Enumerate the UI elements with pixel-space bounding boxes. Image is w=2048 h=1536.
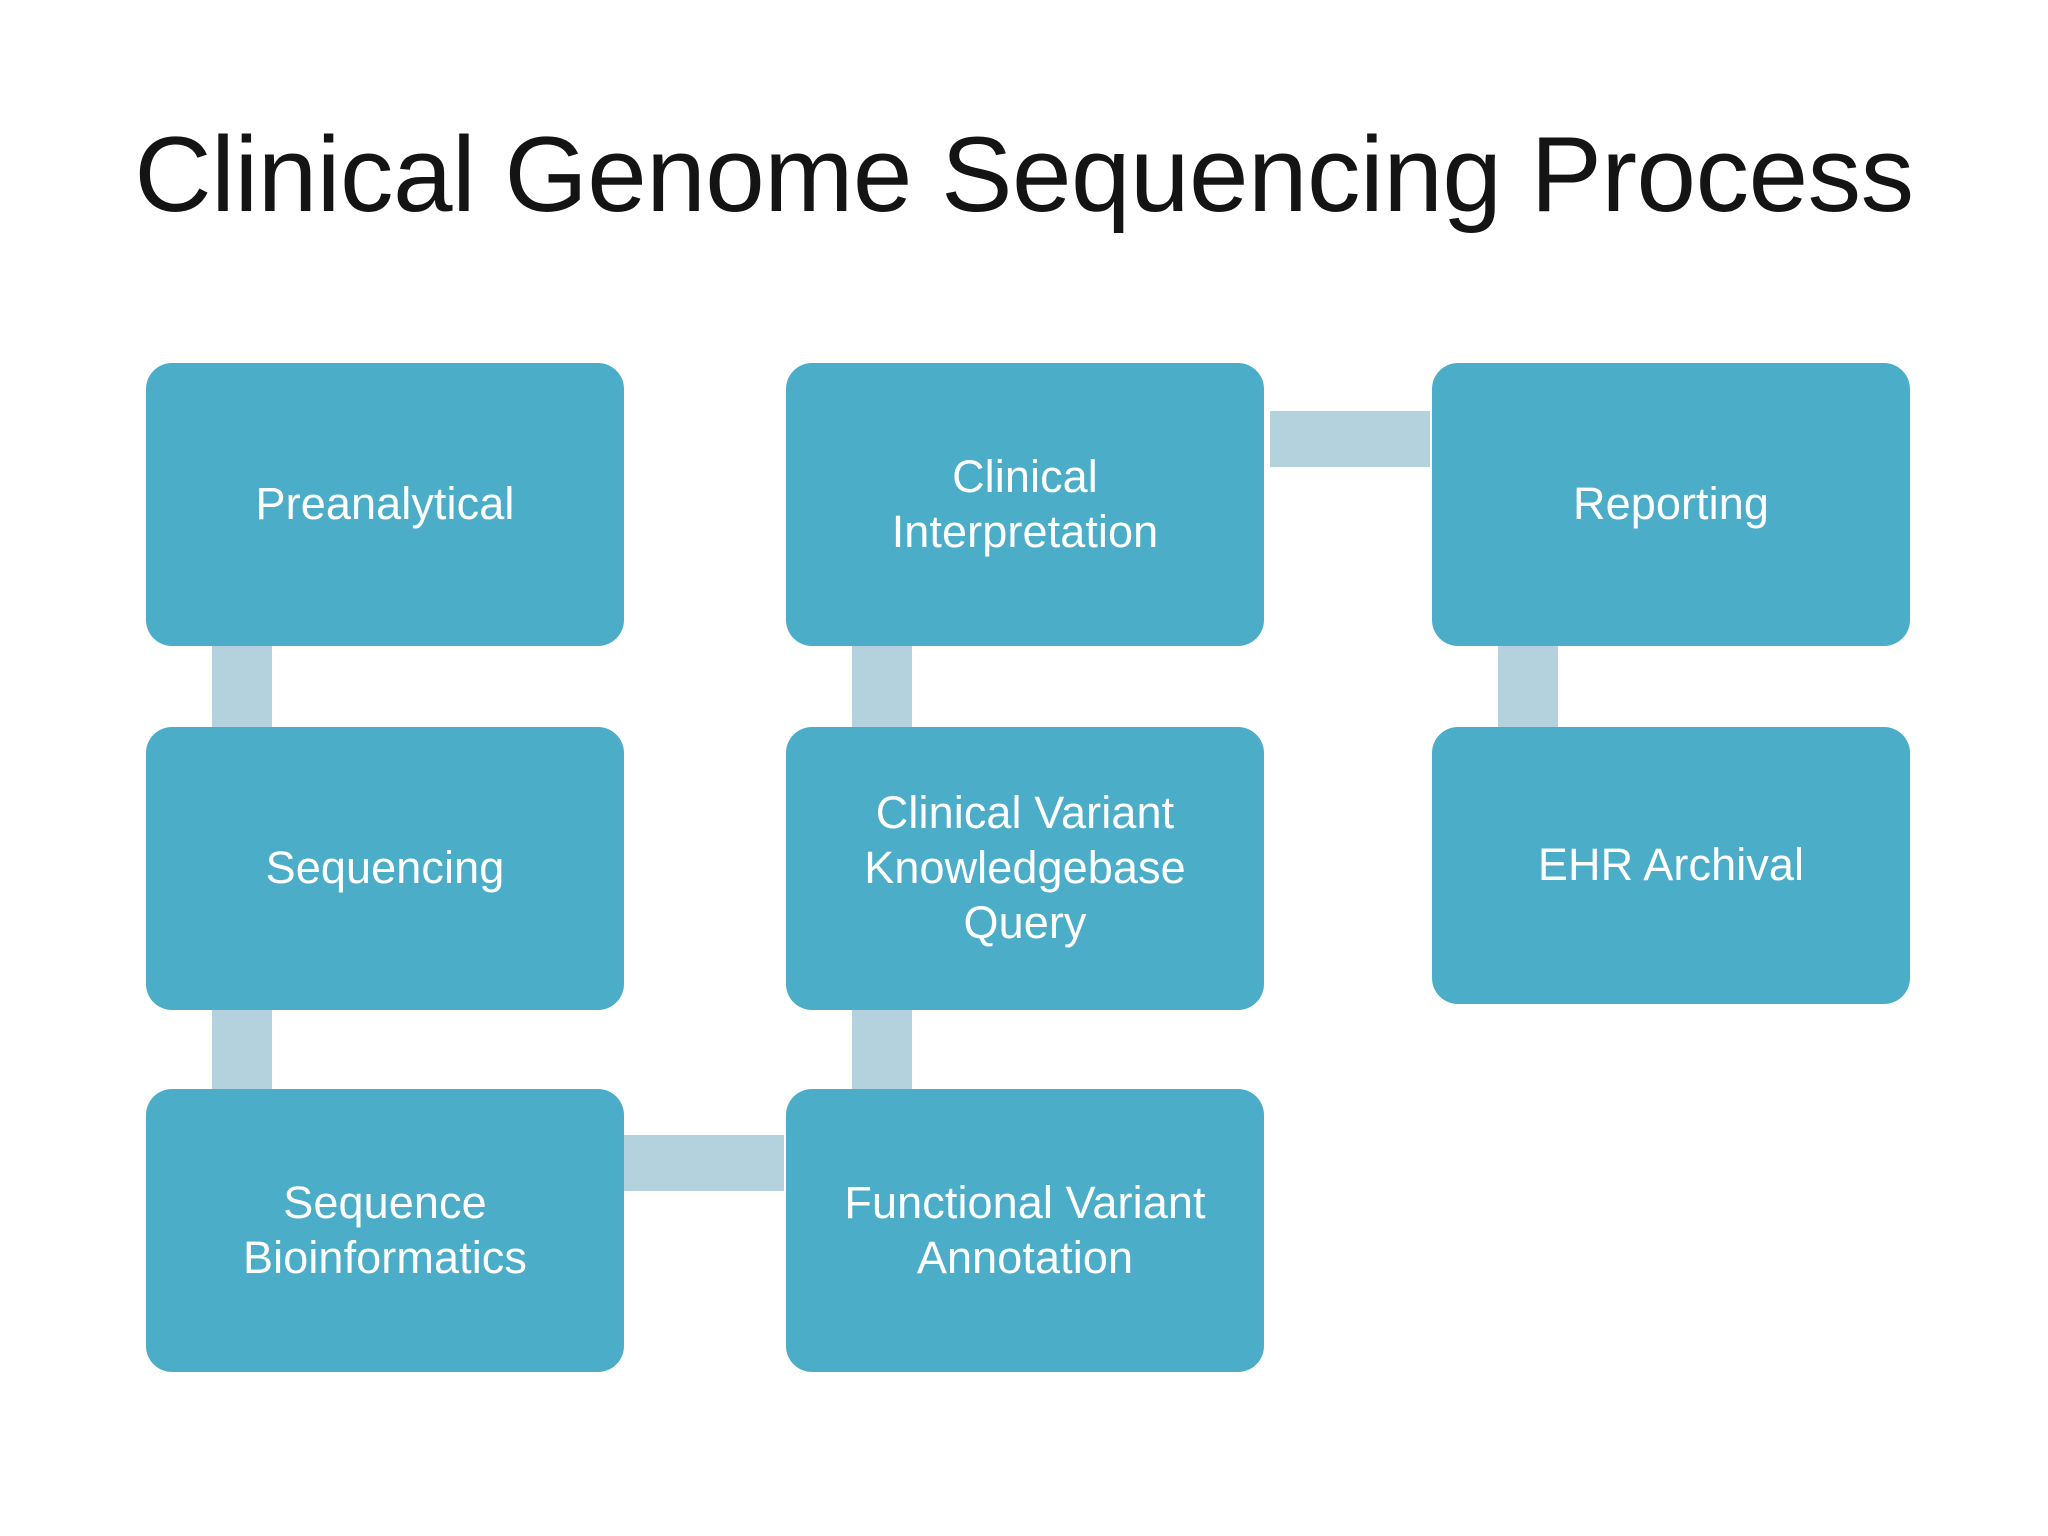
node-ehr-archival[interactable]: EHR Archival xyxy=(1432,727,1910,1004)
node-label-functional-variant-annotation: Functional Variant Annotation xyxy=(844,1176,1206,1283)
node-sequence-bioinformatics[interactable]: Sequence Bioinformatics xyxy=(146,1089,624,1372)
connector-sequencing-to-sequence-bioinformatics xyxy=(212,1005,272,1093)
node-label-ehr-archival: EHR Archival xyxy=(1537,839,1805,891)
node-label-reporting: Reporting xyxy=(1572,478,1770,530)
node-preanalytical[interactable]: Preanalytical xyxy=(146,363,624,646)
connector-reporting-to-ehr-archival xyxy=(1498,643,1558,731)
node-label-sequencing: Sequencing xyxy=(265,842,505,894)
node-clinical-interpretation[interactable]: Clinical Interpretation xyxy=(786,363,1264,646)
node-functional-variant-annotation[interactable]: Functional Variant Annotation xyxy=(786,1089,1264,1372)
node-label-preanalytical: Preanalytical xyxy=(255,478,515,530)
connector-clinical-interpretation-to-reporting xyxy=(1270,411,1430,467)
connector-functional-variant-annotation-to-clinical-variant-knowledgebase-query xyxy=(852,1005,912,1093)
node-clinical-variant-knowledgebase-query[interactable]: Clinical Variant Knowledgebase Query xyxy=(786,727,1264,1010)
node-label-sequence-bioinformatics: Sequence Bioinformatics xyxy=(243,1176,527,1283)
connector-preanalytical-to-sequencing xyxy=(212,643,272,731)
node-reporting[interactable]: Reporting xyxy=(1432,363,1910,646)
connector-sequence-bioinformatics-to-functional-variant-annotation xyxy=(624,1135,784,1191)
node-label-clinical-interpretation: Clinical Interpretation xyxy=(891,450,1159,557)
node-sequencing[interactable]: Sequencing xyxy=(146,727,624,1010)
page-title: Clinical Genome Sequencing Process xyxy=(134,114,1914,234)
node-label-clinical-variant-knowledgebase-query: Clinical Variant Knowledgebase Query xyxy=(864,787,1186,948)
connector-clinical-variant-knowledgebase-query-to-clinical-interpretation xyxy=(852,643,912,731)
